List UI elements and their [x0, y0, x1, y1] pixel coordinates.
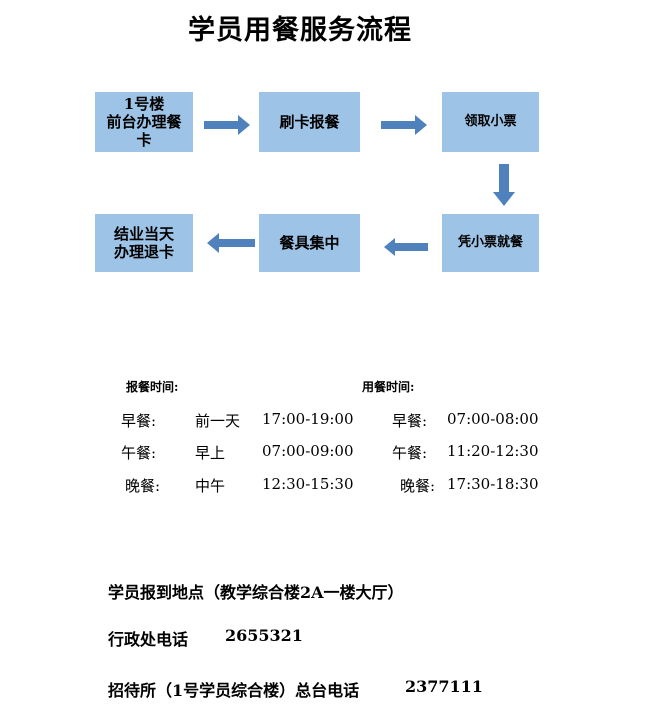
- report-day: 前一天: [195, 412, 241, 430]
- dining-meal-label: 午餐:: [392, 444, 428, 462]
- step-checkout-card: 结业当天 办理退卡: [95, 214, 193, 272]
- step-checkout-card-line2: 办理退卡: [113, 243, 174, 261]
- reception-phone-label: 招待所（1号学员综合楼）总台电话: [108, 681, 360, 700]
- step-swipe-card: 刷卡报餐: [259, 92, 360, 152]
- meal-label: 早餐:: [121, 412, 157, 430]
- meal-label: 午餐:: [121, 444, 157, 462]
- dining-time-header: 用餐时间:: [362, 380, 415, 394]
- step-get-ticket-label: 领取小票: [464, 114, 517, 129]
- page-title: 学员用餐服务流程: [188, 15, 412, 46]
- report-time: 17:00-19:00: [262, 410, 354, 428]
- step-card-issue-line2: 前台办理餐: [106, 113, 182, 131]
- step-collect-tableware: 餐具集中: [259, 214, 360, 272]
- step-card-issue-line3: 卡: [136, 131, 152, 149]
- report-time: 07:00-09:00: [262, 442, 354, 460]
- dining-time: 11:20-12:30: [447, 442, 539, 460]
- admin-phone-number: 2655321: [225, 626, 303, 645]
- step-card-issue-line1: 1号楼: [123, 95, 165, 113]
- admin-phone-label: 行政处电话: [108, 630, 189, 649]
- step-collect-tableware-label: 餐具集中: [279, 234, 340, 252]
- dining-time: 17:30-18:30: [447, 475, 539, 493]
- step-checkout-card-line1: 结业当天: [113, 225, 174, 243]
- step-dine-with-ticket: 凭小票就餐: [442, 214, 539, 272]
- dining-time: 07:00-08:00: [447, 410, 539, 428]
- arrow-right-icon: [381, 115, 427, 135]
- dining-meal-label: 晚餐:: [400, 477, 436, 495]
- report-day: 早上: [195, 444, 226, 462]
- step-dine-with-ticket-label: 凭小票就餐: [457, 235, 523, 250]
- arrow-down-icon: [493, 164, 515, 206]
- arrow-left-icon: [384, 238, 428, 256]
- reception-phone-number: 2377111: [405, 677, 483, 696]
- meal-label: 晚餐:: [125, 477, 161, 495]
- arrow-left-icon: [207, 233, 255, 253]
- check-in-location: 学员报到地点（教学综合楼2A一楼大厅）: [108, 583, 404, 602]
- report-time: 12:30-15:30: [262, 475, 354, 493]
- step-get-ticket: 领取小票: [442, 92, 539, 152]
- dining-meal-label: 早餐:: [392, 412, 428, 430]
- report-time-header: 报餐时间:: [126, 380, 179, 394]
- step-card-issue: 1号楼 前台办理餐 卡: [95, 92, 193, 152]
- arrow-right-icon: [204, 115, 250, 135]
- step-swipe-card-label: 刷卡报餐: [279, 113, 340, 131]
- report-day: 中午: [195, 477, 226, 495]
